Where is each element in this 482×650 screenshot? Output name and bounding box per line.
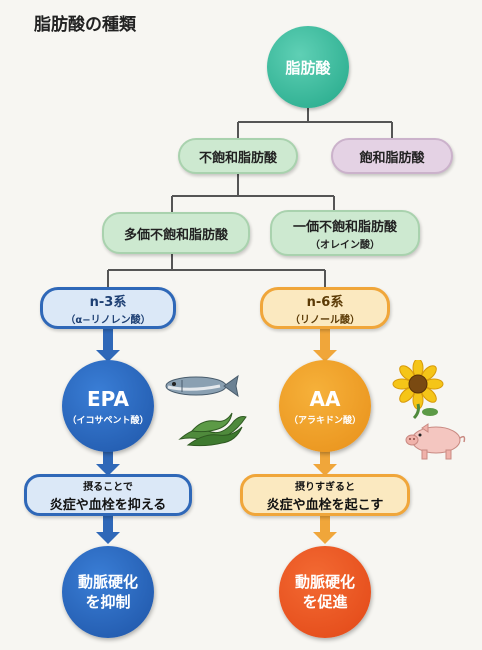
node-n6-label: n-6系	[306, 294, 344, 310]
node-monounsaturated-sub: （オレイン酸）	[310, 239, 380, 251]
n3-effect-box: 摂ることで 炎症や血栓を抑える	[24, 474, 192, 516]
n3-result: 動脈硬化 を抑制	[62, 546, 154, 638]
diagram-title: 脂肪酸の種類	[34, 15, 136, 35]
node-unsaturated-label: 不飽和脂肪酸	[198, 150, 277, 166]
pig-icon	[405, 423, 466, 460]
node-fatty-acid-label: 脂肪酸	[285, 58, 331, 77]
n3-effect-line1: 摂ることで	[83, 481, 133, 493]
node-monounsaturated: 一価不飽和脂肪酸 （オレイン酸）	[270, 210, 420, 256]
node-n3-label: n-3系	[89, 294, 127, 310]
node-n3: n-3系 （α−リノレン酸）	[40, 287, 176, 329]
node-n3-sub: （α−リノレン酸）	[65, 314, 151, 326]
node-epa-sub: （イコサペント酸）	[67, 415, 149, 426]
n6-result-line2: を促進	[302, 593, 348, 611]
n3-result-line2: を抑制	[85, 593, 131, 611]
node-n6: n-6系 （リノール酸）	[260, 287, 390, 329]
n6-effect-line2: 炎症や血栓を起こす	[266, 497, 384, 513]
n6-result-line1: 動脈硬化	[294, 572, 355, 591]
node-fatty-acid: 脂肪酸	[267, 26, 349, 108]
node-polyunsaturated-label: 多価不飽和脂肪酸	[123, 227, 228, 243]
n3-result-line1: 動脈硬化	[77, 572, 138, 591]
fish-icon	[165, 374, 239, 398]
seaweed-icon	[178, 412, 247, 447]
n6-effect-box: 摂りすぎると 炎症や血栓を起こす	[240, 474, 410, 516]
node-monounsaturated-label: 一価不飽和脂肪酸	[292, 219, 397, 235]
n6-effect-line1: 摂りすぎると	[295, 481, 355, 493]
sunflower-icon	[392, 360, 444, 420]
node-aa-label: AA	[309, 386, 341, 411]
node-epa: EPA （イコサペント酸）	[62, 360, 154, 452]
node-saturated: 飽和脂肪酸	[331, 138, 453, 174]
node-aa: AA （アラキドン酸）	[279, 360, 371, 452]
node-aa-sub: （アラキドン酸）	[288, 415, 361, 426]
node-saturated-label: 飽和脂肪酸	[359, 150, 425, 166]
node-epa-label: EPA	[87, 386, 129, 411]
node-unsaturated: 不飽和脂肪酸	[178, 138, 298, 174]
node-n6-sub: （リノール酸）	[290, 314, 360, 326]
n3-effect-line2: 炎症や血栓を抑える	[49, 497, 167, 513]
n6-result: 動脈硬化 を促進	[279, 546, 371, 638]
node-polyunsaturated: 多価不飽和脂肪酸	[102, 212, 250, 254]
